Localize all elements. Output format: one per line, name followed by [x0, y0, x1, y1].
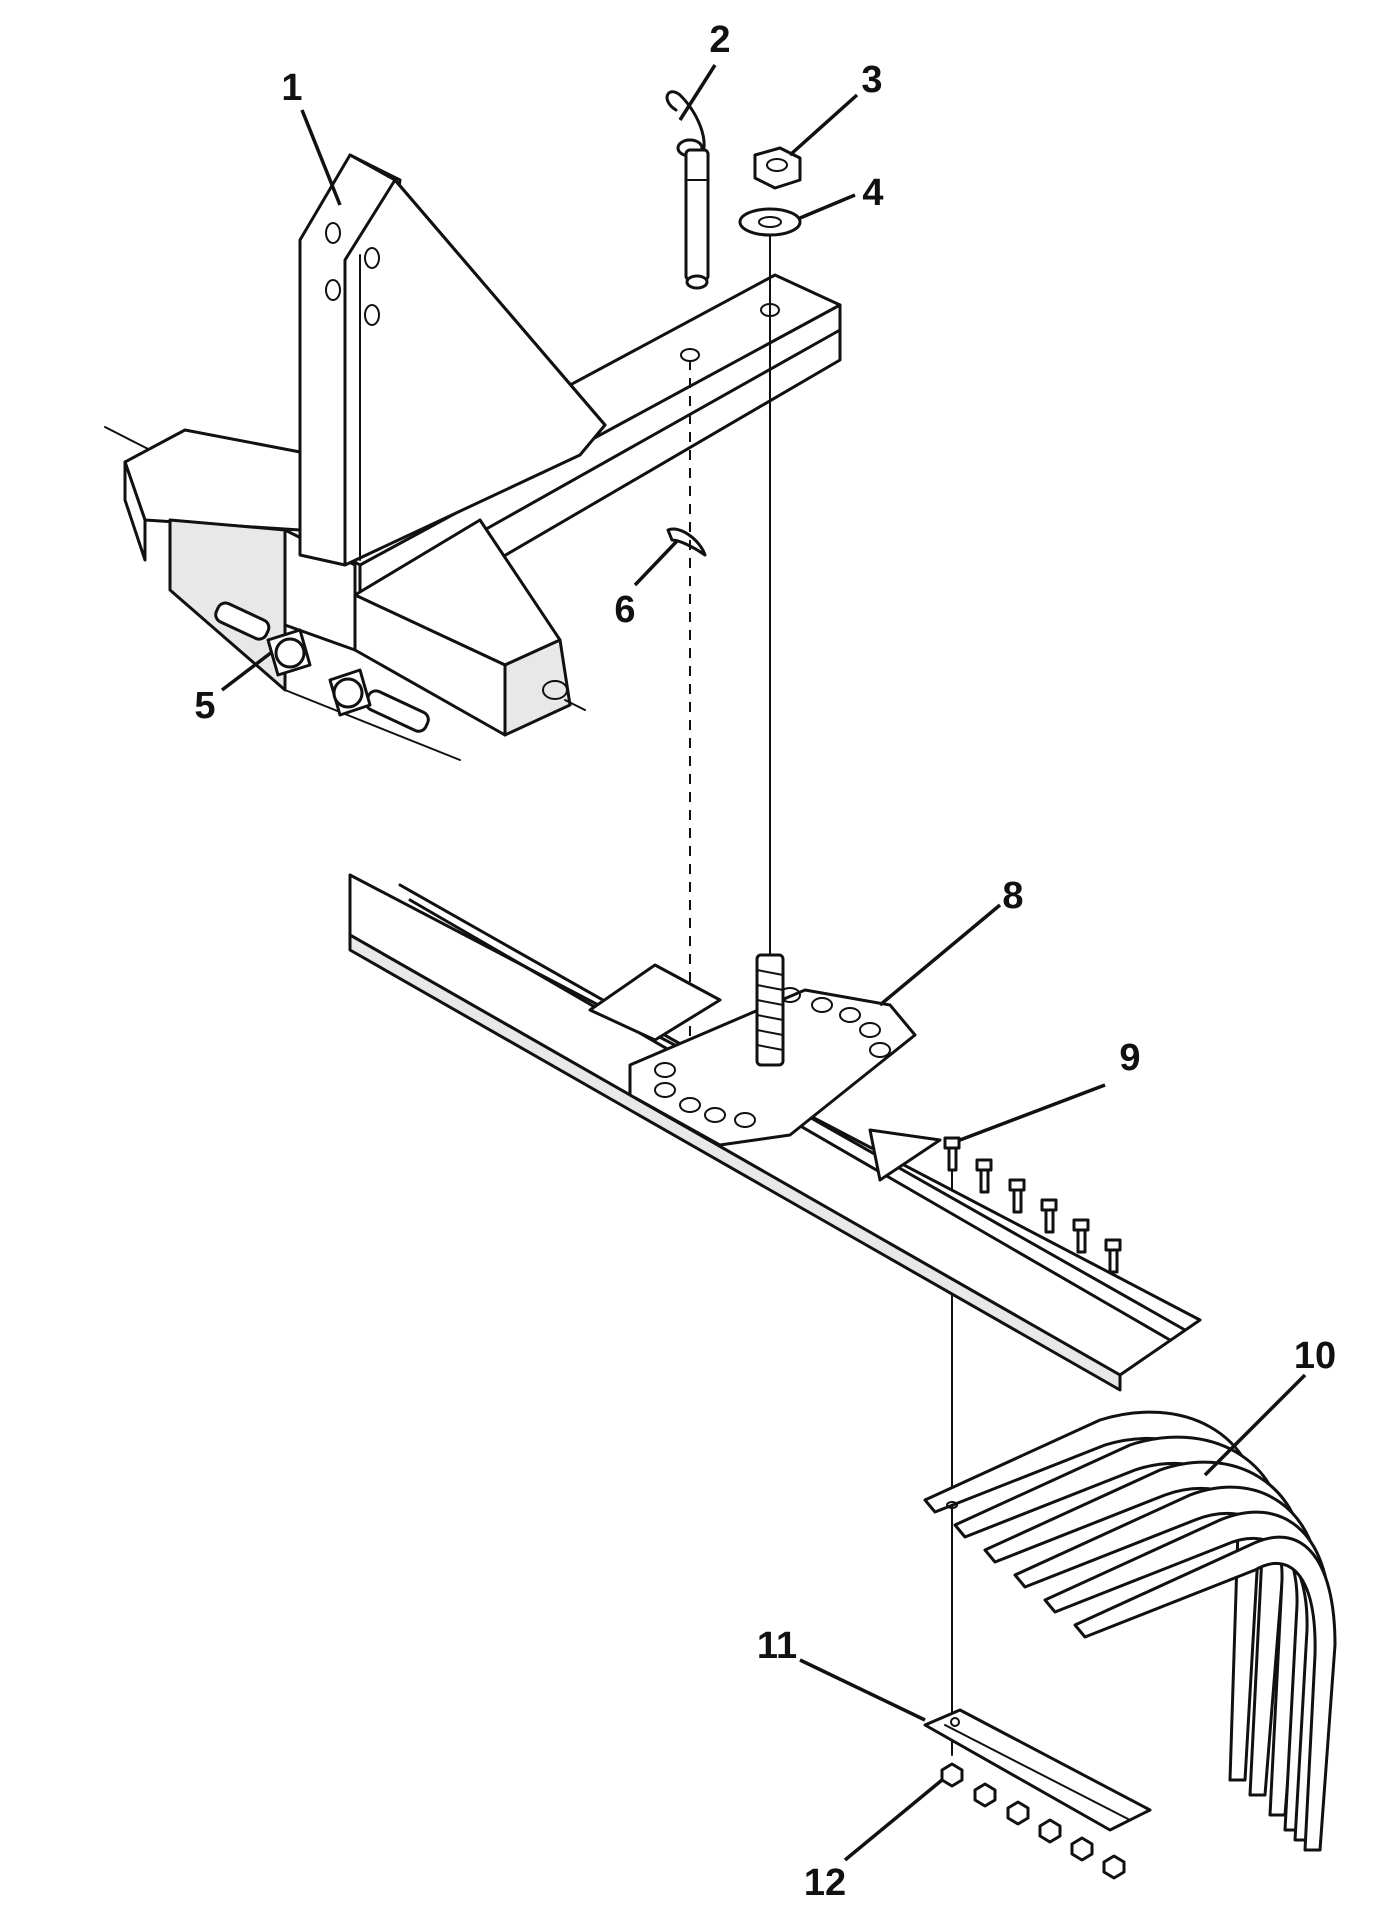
leader-12	[843, 1778, 944, 1862]
callout-9: 9	[1119, 1037, 1140, 1079]
part-10-spring-tines	[923, 1410, 1337, 1852]
leader-11	[799, 1658, 926, 1722]
leader-5	[220, 650, 274, 692]
callout-4: 4	[862, 172, 883, 214]
part-8-mount-plate	[628, 953, 917, 1147]
leader-8	[878, 903, 1002, 1007]
leader-1	[300, 109, 342, 206]
leader-9	[959, 1083, 1106, 1142]
callout-2: 2	[709, 19, 730, 61]
part-4-washer	[738, 207, 802, 237]
callout-3: 3	[861, 59, 882, 101]
part-1-hitch-frame	[104, 153, 842, 761]
leader-10	[1203, 1373, 1307, 1477]
callout-10: 10	[1294, 1335, 1336, 1377]
callout-6: 6	[614, 589, 635, 631]
callout-12: 12	[804, 1862, 846, 1904]
leader-2	[678, 64, 717, 121]
callout-1: 1	[281, 67, 302, 109]
part-6-hair-pin	[666, 527, 707, 557]
part-11-clamp-plate	[923, 1708, 1152, 1832]
leader-6	[633, 538, 680, 587]
part-3-nut	[753, 146, 802, 190]
part-2-hitch-pin	[665, 90, 710, 290]
leader-4	[799, 193, 856, 220]
part-12-nuts	[940, 1762, 1126, 1880]
callout-5: 5	[194, 685, 215, 727]
part-5-lift-pins	[214, 601, 430, 733]
callout-11: 11	[757, 1625, 797, 1667]
leader-3	[788, 93, 859, 157]
callout-8: 8	[1002, 875, 1023, 917]
part-9-bolts	[943, 1136, 1122, 1274]
